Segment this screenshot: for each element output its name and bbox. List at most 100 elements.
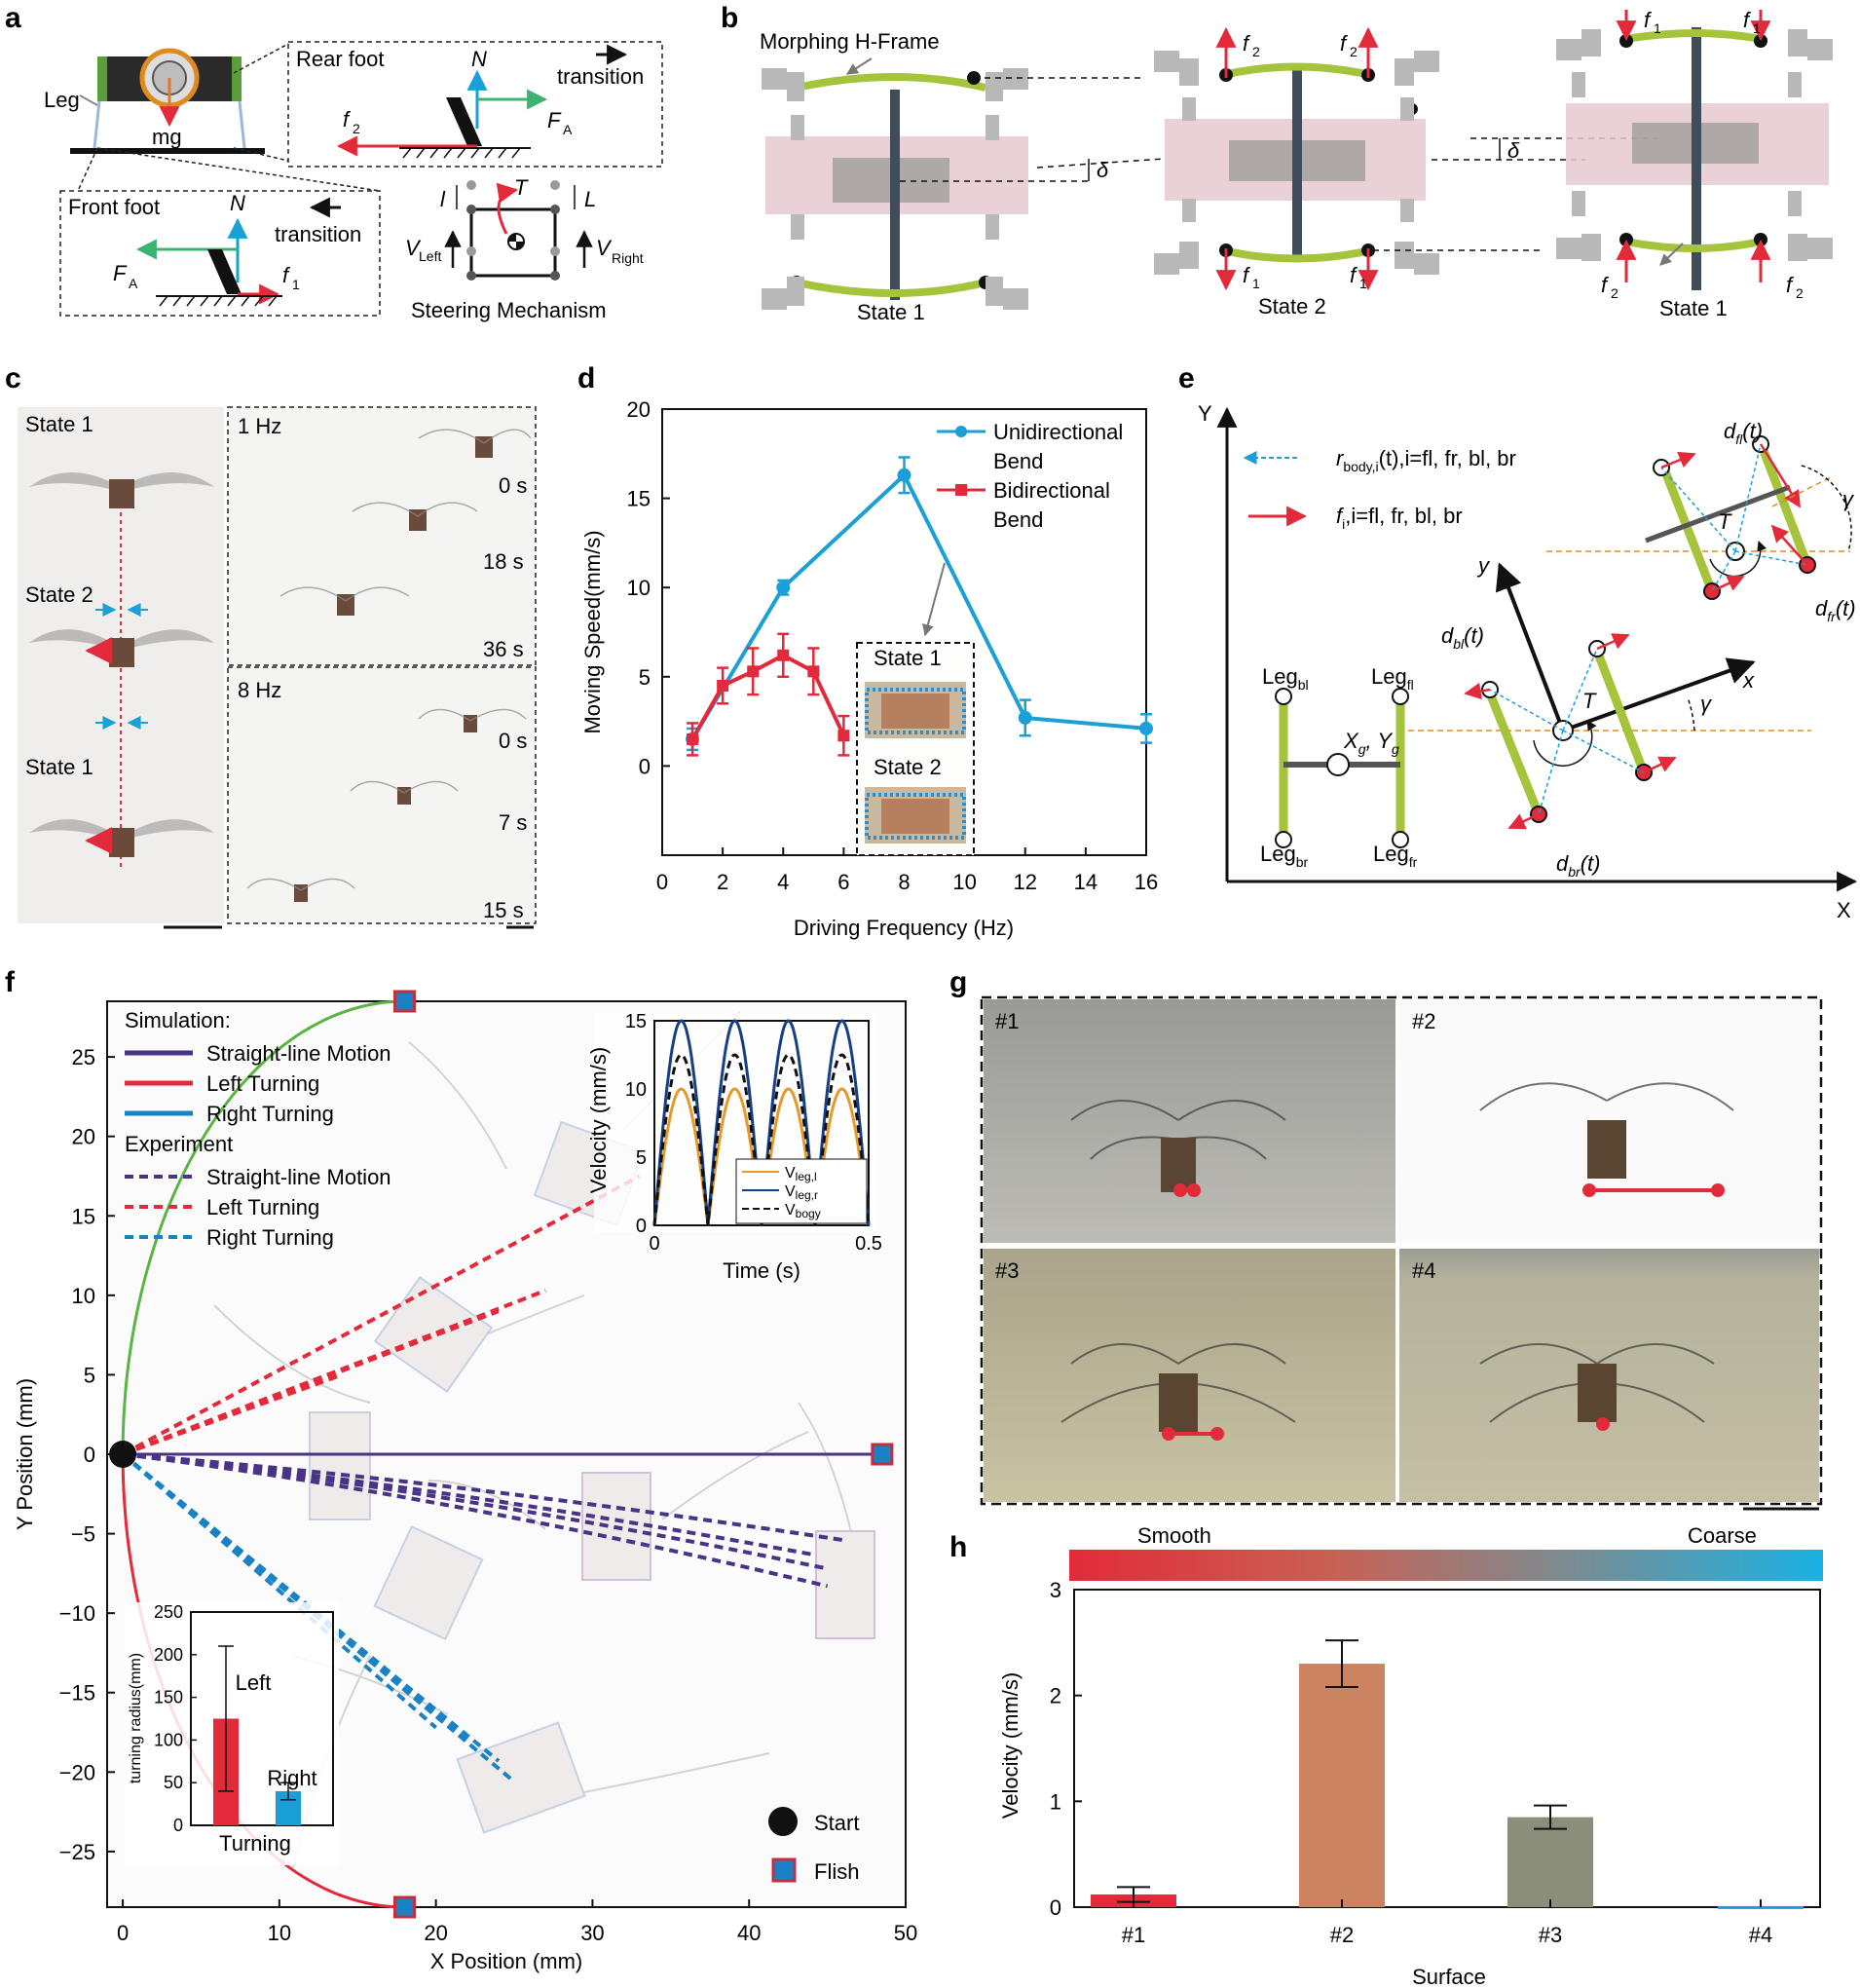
bar-surface-3 xyxy=(1507,1817,1593,1907)
svg-text:Left Turning: Left Turning xyxy=(206,1195,319,1219)
finish-marker xyxy=(392,990,416,1013)
svg-text:State 1: State 1 xyxy=(25,412,93,436)
exp-straight-trajectory xyxy=(122,1452,843,1543)
svg-text:y: y xyxy=(1476,553,1491,578)
y-tick-label: −5 xyxy=(71,1522,95,1547)
photo-1hz-box xyxy=(227,406,537,666)
svg-text:l: l xyxy=(440,187,446,211)
data-point xyxy=(807,665,820,678)
panel-label-g: g xyxy=(949,966,967,998)
svg-text:State 2: State 2 xyxy=(25,582,93,607)
data-point xyxy=(747,665,760,678)
svg-text:f: f xyxy=(1786,273,1795,297)
svg-text:V: V xyxy=(405,236,422,260)
robot-photo-3 xyxy=(29,819,214,857)
svg-text:Vleg,l: Vleg,l xyxy=(785,1165,817,1183)
rear-foot-label: Rear foot xyxy=(296,47,385,71)
x-tick-label: #3 xyxy=(1539,1923,1562,1947)
svg-text:2: 2 xyxy=(1350,44,1358,59)
svg-text:Bend: Bend xyxy=(993,449,1043,473)
y-axis-label-f: Y Position (mm) xyxy=(13,1378,37,1530)
x-axis-label-f: X Position (mm) xyxy=(430,1949,582,1973)
photo-label-3: #3 xyxy=(995,1258,1019,1283)
svg-text:F: F xyxy=(547,108,562,132)
inset-photo-d: State 1 State 2 xyxy=(856,562,975,856)
x-axis-label-h: Surface xyxy=(1412,1965,1486,1988)
y-tick-label: 10 xyxy=(625,1079,647,1101)
bars-h: #1#2#3#4 xyxy=(1091,1639,1804,1947)
data-point xyxy=(837,730,850,742)
mg-label: mg xyxy=(152,125,182,149)
svg-text:Vbogy: Vbogy xyxy=(785,1202,821,1220)
svg-text:f: f xyxy=(1243,263,1251,287)
y-tick-label: 0 xyxy=(1050,1895,1061,1920)
legend-f: Simulation: Straight-line Motion Left Tu… xyxy=(125,1008,859,1884)
svg-text:Legfl: Legfl xyxy=(1371,664,1414,693)
sim-turn-arc-2 xyxy=(121,999,405,1455)
svg-text:7 s: 7 s xyxy=(499,810,527,835)
svg-text:Legfr: Legfr xyxy=(1373,842,1418,870)
y-tick-label: −10 xyxy=(59,1601,95,1626)
y-tick-label: 20 xyxy=(627,397,651,422)
data-point xyxy=(1139,721,1153,735)
data-point xyxy=(717,679,729,692)
svg-text:X: X xyxy=(1837,898,1851,922)
svg-text:A: A xyxy=(563,122,573,137)
svg-text:Straight-line Motion: Straight-line Motion xyxy=(206,1041,391,1066)
panel-g: #1 #2 #3 #4 xyxy=(980,995,1823,1511)
y-tick-label: 5 xyxy=(84,1363,95,1387)
svg-text:V: V xyxy=(596,236,613,260)
svg-text:Left Turning: Left Turning xyxy=(206,1071,319,1096)
svg-text:2: 2 xyxy=(1611,285,1618,301)
velocity-curve-1 xyxy=(652,1019,871,1226)
exp-left-trajectory xyxy=(122,1289,546,1456)
finish-marker xyxy=(392,1895,416,1919)
front-foot-label: Front foot xyxy=(68,195,160,219)
svg-text:L: L xyxy=(584,187,596,211)
y-tick-label: 250 xyxy=(154,1602,183,1622)
x-tick-label: 4 xyxy=(777,870,789,894)
x-tick-label: 10 xyxy=(952,870,976,894)
svg-text:Bidirectional: Bidirectional xyxy=(993,478,1110,503)
photo-8hz-box xyxy=(227,666,537,924)
svg-text:Start: Start xyxy=(814,1811,859,1835)
y-tick-label: 150 xyxy=(154,1688,183,1707)
data-point xyxy=(1018,710,1032,725)
bar-surface-4 xyxy=(1718,1905,1804,1909)
y-axis-label-h: Velocity (mm/s) xyxy=(998,1672,1023,1819)
svg-text:γ: γ xyxy=(1842,487,1855,511)
svg-text:1: 1 xyxy=(1654,20,1661,36)
y-tick-label: 5 xyxy=(636,1147,647,1169)
svg-text:State 2: State 2 xyxy=(874,755,942,779)
y-tick-label: 100 xyxy=(154,1730,183,1749)
panel-label-e: e xyxy=(1178,362,1195,394)
svg-text:State 2: State 2 xyxy=(1258,294,1326,319)
bar-label-right: Right xyxy=(267,1766,316,1790)
data-point xyxy=(777,649,790,661)
x-tick-label: 10 xyxy=(268,1921,291,1945)
svg-text:f: f xyxy=(343,107,352,131)
panel-label-d: d xyxy=(577,362,595,394)
x-tick-label: 8 xyxy=(898,870,910,894)
svg-text:Legbl: Legbl xyxy=(1262,664,1309,693)
normal-force-label: N xyxy=(471,47,487,71)
bar-label-left: Left xyxy=(236,1670,272,1695)
robot-photo-2 xyxy=(29,629,214,667)
h-frame-label: Morphing H-Frame xyxy=(760,29,940,54)
svg-text:0 s: 0 s xyxy=(499,729,527,753)
svg-text:Straight-line Motion: Straight-line Motion xyxy=(206,1165,391,1189)
start-marker xyxy=(109,1441,137,1468)
x-tick-label: 0.5 xyxy=(855,1233,882,1255)
svg-text:f: f xyxy=(1350,263,1358,287)
legend-velocity: Vleg,l Vleg,r Vbogy xyxy=(735,1158,868,1224)
panel-labels: a b c d e f g h xyxy=(5,2,1195,1563)
y-tick-label: 0 xyxy=(84,1443,95,1467)
x-tick-label: 20 xyxy=(424,1921,447,1945)
x-tick-label: 0 xyxy=(117,1921,129,1945)
svg-text:Left: Left xyxy=(419,248,441,264)
exp-left-trajectory xyxy=(122,1174,641,1456)
